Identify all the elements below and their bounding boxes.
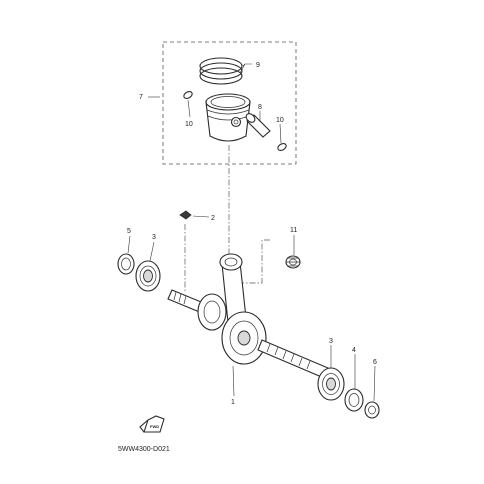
callout-6: 6 bbox=[373, 359, 377, 366]
circlip-right bbox=[277, 143, 287, 151]
crankshaft-assembly bbox=[167, 253, 329, 379]
oil-seal-left bbox=[117, 253, 135, 275]
callout-5: 5 bbox=[127, 228, 131, 235]
woodruff-key bbox=[179, 210, 192, 220]
piston bbox=[205, 93, 251, 142]
callout-9: 9 bbox=[256, 62, 260, 69]
callout-2: 2 bbox=[211, 215, 215, 222]
diagram-code: 5WW4300-D021 bbox=[118, 446, 170, 453]
callout-3-left: 3 bbox=[152, 234, 156, 241]
collar bbox=[364, 401, 380, 419]
oil-seal-right bbox=[344, 388, 364, 412]
callout-10-right: 10 bbox=[276, 117, 284, 124]
callout-8: 8 bbox=[258, 104, 262, 111]
bearing-left bbox=[135, 260, 161, 292]
callout-3-right: 3 bbox=[329, 338, 333, 345]
forward-arrow-icon: FWD bbox=[139, 415, 165, 433]
fwd-label: FWD bbox=[150, 424, 159, 429]
piston-group-box bbox=[162, 41, 297, 165]
small-end-bearing bbox=[285, 255, 301, 269]
bearing-right bbox=[317, 367, 345, 401]
callout-11: 11 bbox=[290, 227, 297, 234]
centerline-bearing-small bbox=[240, 239, 270, 284]
leader-lines bbox=[127, 63, 376, 402]
circlip-left bbox=[183, 91, 193, 99]
piston-rings bbox=[199, 57, 243, 85]
piston-pin bbox=[245, 113, 271, 138]
callout-10-left: 10 bbox=[185, 121, 193, 128]
callout-4: 4 bbox=[352, 347, 356, 354]
callout-7: 7 bbox=[139, 94, 143, 101]
callout-1: 1 bbox=[231, 399, 235, 406]
